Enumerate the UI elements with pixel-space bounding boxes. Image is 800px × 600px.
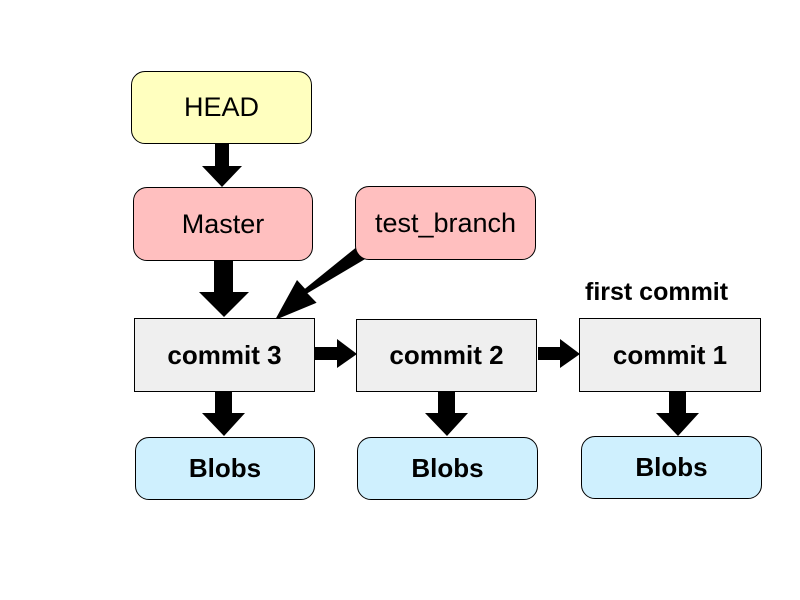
- commit-1: commit 1: [579, 318, 761, 392]
- commit-2: commit 2: [356, 319, 537, 392]
- commit-2-label: commit 2: [389, 340, 504, 370]
- blobs-commit-2: Blobs: [357, 437, 538, 500]
- blobs-label: Blobs: [411, 453, 484, 483]
- arrow-commit2-to-blobs: [425, 391, 468, 436]
- arrow-testbranch-to-commit3: [275, 247, 366, 320]
- test-branch-label: test_branch: [374, 207, 517, 238]
- blobs-label: Blobs: [188, 453, 262, 483]
- commit-3-label: commit 3: [167, 339, 282, 370]
- commit-1-label: commit 1: [612, 339, 728, 370]
- arrow-commit3-to-commit2: [315, 339, 357, 368]
- test-branch: test_branch: [355, 186, 536, 260]
- head-ref: HEAD: [131, 71, 312, 144]
- first-commit-label: first commit: [585, 278, 729, 306]
- blobs-label: Blobs: [635, 452, 708, 482]
- blobs-commit-3: Blobs: [135, 437, 315, 500]
- arrow-master-to-commit3: [199, 261, 249, 317]
- commit-3: commit 3: [134, 318, 315, 392]
- master-label: Master: [181, 208, 265, 239]
- arrow-commit2-to-commit1: [538, 339, 580, 368]
- head-label: HEAD: [183, 92, 259, 122]
- master-branch: Master: [133, 187, 313, 261]
- arrow-commit3-to-blobs: [202, 391, 245, 436]
- arrow-commit1-to-blobs: [656, 391, 699, 436]
- arrow-head-to-master: [202, 144, 242, 187]
- blobs-commit-1: Blobs: [581, 436, 762, 499]
